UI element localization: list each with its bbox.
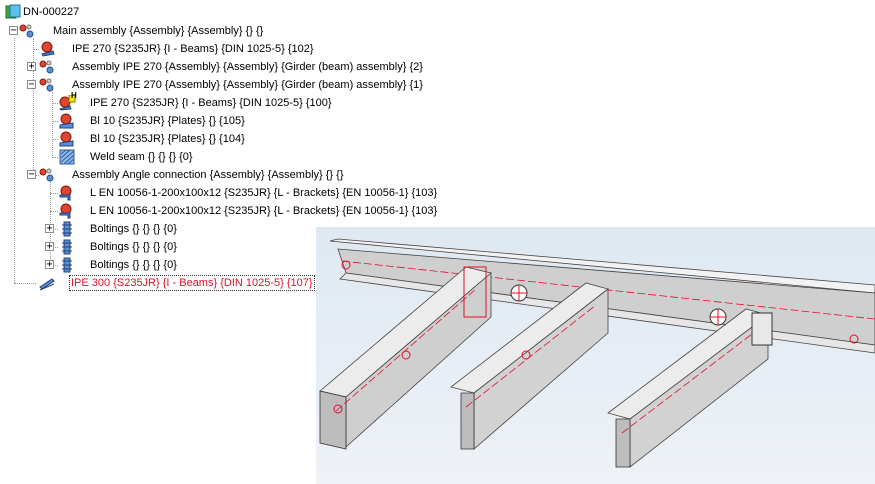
plate-part-icon [59, 131, 74, 147]
collapse-toggle[interactable]: − [27, 169, 36, 180]
tree-item-label: IPE 270 {S235JR} {I - Beams} {DIN 1025-5… [72, 43, 314, 55]
tree-item-main-assembly[interactable]: − Main assembly {Assembly} {Assembly} {}… [0, 22, 320, 40]
tree-item-label: Boltings {} {} {} {0} [90, 223, 177, 235]
bracket-part-icon [59, 185, 72, 201]
collapse-toggle[interactable]: − [9, 25, 18, 36]
tree-item-label: IPE 270 {S235JR} {I - Beams} {DIN 1025-5… [90, 97, 332, 109]
steel-structure-model [319, 238, 875, 468]
tree-item-assembly-angle-connection[interactable]: − Assembly Angle connection {Assembly} {… [0, 166, 420, 184]
tree-root[interactable]: DN-000227 [0, 3, 200, 21]
tree-item-assembly[interactable]: + Assembly IPE 270 {Assembly} {Assembly}… [0, 58, 460, 76]
tree-item-boltings[interactable]: + Boltings {} {} {} {0} [0, 238, 220, 256]
tree-item-label: Assembly IPE 270 {Assembly} {Assembly} {… [72, 79, 423, 91]
tree-item-label: IPE 300 {S235JR} {I - Beams} {DIN 1025-5… [69, 275, 315, 291]
tree-item-assembly[interactable]: − Assembly IPE 270 {Assembly} {Assembly}… [0, 76, 460, 94]
bolting-icon [62, 257, 72, 273]
expand-toggle[interactable]: + [27, 61, 36, 72]
tree-item-label: Bl 10 {S235JR} {Plates} {} {104} [90, 133, 245, 145]
tree-item-label: Boltings {} {} {} {0} [90, 241, 177, 253]
tree-item-label: Main assembly {Assembly} {Assembly} {} {… [53, 25, 264, 37]
tree-item-plate[interactable]: Bl 10 {S235JR} {Plates} {} {104} [0, 130, 300, 148]
bolting-icon [62, 239, 72, 255]
assembly-icon [39, 60, 54, 74]
tree-item-label: L EN 10056-1-200x100x12 {S235JR} {L - Br… [90, 205, 438, 217]
beam-icon [39, 278, 55, 291]
tree-item-label: Boltings {} {} {} {0} [90, 259, 177, 271]
expand-toggle[interactable]: + [45, 259, 54, 270]
tree-item-label: Weld seam {} {} {} {0} [90, 151, 193, 163]
weld-seam-icon [59, 149, 75, 165]
model-viewport[interactable] [316, 227, 875, 484]
main-part-icon [59, 95, 76, 111]
assembly-icon [39, 168, 54, 182]
tree-item-plate[interactable]: Bl 10 {S235JR} {Plates} {} {105} [0, 112, 300, 130]
tree-item-boltings[interactable]: + Boltings {} {} {} {0} [0, 220, 220, 238]
tree-item-label: Assembly IPE 270 {Assembly} {Assembly} {… [72, 61, 423, 73]
tree-item-part[interactable]: IPE 270 {S235JR} {I - Beams} {DIN 1025-5… [0, 40, 320, 58]
expand-toggle[interactable]: + [45, 223, 54, 234]
drawing-icon [5, 4, 21, 19]
main-part-badge: H [71, 91, 77, 100]
tree-item-beam-selected[interactable]: IPE 300 {S235JR} {I - Beams} {DIN 1025-5… [0, 274, 320, 292]
plate-part-icon [59, 113, 74, 129]
tree-item-bracket[interactable]: L EN 10056-1-200x100x12 {S235JR} {L - Br… [0, 202, 450, 220]
bracket-part-icon [59, 203, 72, 219]
tree-item-label: L EN 10056-1-200x100x12 {S235JR} {L - Br… [90, 187, 438, 199]
tree-item-label: Assembly Angle connection {Assembly} {As… [72, 169, 344, 181]
collapse-toggle[interactable]: − [27, 79, 36, 90]
tree-item-main-part[interactable]: H IPE 270 {S235JR} {I - Beams} {DIN 1025… [0, 91, 380, 112]
tree-item-bracket[interactable]: L EN 10056-1-200x100x12 {S235JR} {L - Br… [0, 184, 450, 202]
bolting-icon [62, 221, 72, 237]
expand-toggle[interactable]: + [45, 241, 54, 252]
tree-root-label: DN-000227 [23, 6, 80, 18]
tree-item-boltings[interactable]: + Boltings {} {} {} {0} [0, 256, 220, 274]
tree-item-label: Bl 10 {S235JR} {Plates} {} {105} [90, 115, 245, 127]
assembly-icon [39, 78, 54, 92]
tree-item-weld-seam[interactable]: Weld seam {} {} {} {0} [0, 148, 300, 166]
assembly-icon [19, 24, 34, 38]
beam-part-icon [41, 41, 55, 57]
